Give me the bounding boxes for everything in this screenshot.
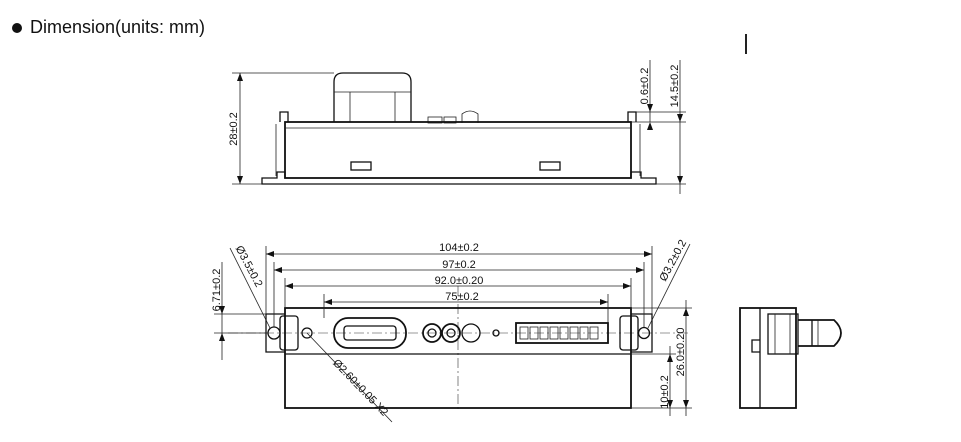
end-view: [739, 307, 842, 409]
pin-hole-label: Ø2.60±0.05 X2: [330, 357, 390, 419]
section-heading: Dimension(units: mm): [12, 17, 205, 38]
hole-offset-label: 6.71±0.2: [211, 269, 223, 312]
front-view: 104±0.2 97±0.2 92.0±0.20 75±0.2 6.71±0.2…: [211, 238, 692, 423]
window-length-label: 75±0.2: [445, 291, 479, 303]
watermark: ​: [581, 18, 617, 70]
svg-text:​: ​: [581, 18, 617, 70]
lower-height-label: 10±0.2: [659, 375, 671, 409]
side-top-height-label: 14.5±0.2: [669, 65, 681, 108]
text-cursor: [745, 34, 747, 54]
dip-switch-cells: [519, 326, 599, 340]
overall-length-label: 104±0.2: [439, 242, 479, 254]
bullet-icon: [12, 22, 22, 33]
left-hole-diameter-label: Ø3.5±0.2: [233, 244, 265, 290]
heading-text: Dimension(units: mm): [30, 17, 206, 37]
hole-spacing-label: 97±0.2: [442, 259, 476, 271]
side-height-label: 28±0.2: [228, 112, 240, 146]
body-height-label: 26.0±0.20: [675, 328, 687, 377]
side-top-gap-label: 0.6±0.2: [639, 68, 651, 105]
body-length-label: 92.0±0.20: [435, 275, 484, 287]
side-view: 28±0.2 0.6±0.2 14.5±0.2: [228, 60, 686, 194]
